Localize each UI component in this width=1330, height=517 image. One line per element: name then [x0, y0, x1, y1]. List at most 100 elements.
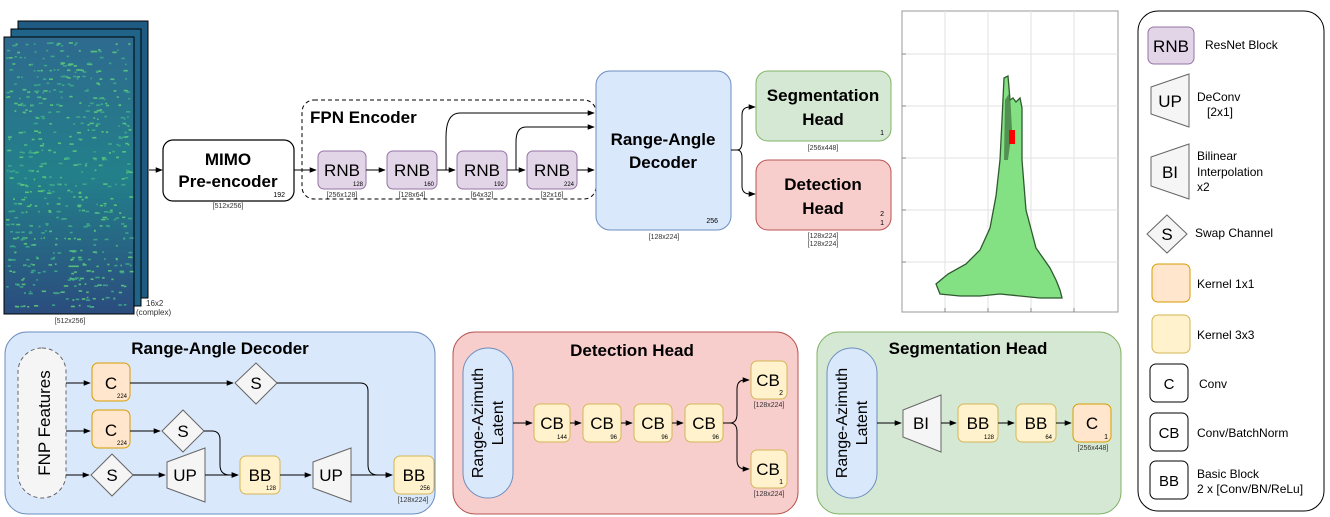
- legend-item-rnb: RNB ResNet Block: [1147, 26, 1279, 65]
- svg-text:BI: BI: [1162, 163, 1178, 182]
- svg-text:[128x224]: [128x224]: [649, 234, 680, 241]
- seg-conv-out: C 1 [256x448]: [1072, 403, 1112, 452]
- svg-text:[128x64]: [128x64]: [399, 192, 426, 199]
- svg-text:S: S: [1161, 225, 1172, 244]
- legend-item-bilinear: BI Bilinear Interpolation x2: [1150, 143, 1263, 200]
- svg-text:CB: CB: [641, 414, 665, 433]
- svg-text:UP: UP: [173, 466, 197, 485]
- ra-swap-3: [90, 453, 134, 497]
- svg-text:RNB: RNB: [324, 161, 360, 180]
- svg-text:1: 1: [880, 130, 884, 137]
- svg-text:64: 64: [1045, 435, 1052, 441]
- svg-text:BB: BB: [249, 466, 272, 485]
- svg-text:Conv/BatchNorm: Conv/BatchNorm: [1197, 426, 1288, 440]
- detail-detection-head: Detection Head Range-Azimuth Latent CB 1…: [452, 331, 799, 515]
- rnb-block-3: RNB 192 [64x32]: [456, 150, 508, 199]
- detail-segmentation-head: Segmentation Head Range-Azimuth Latent B…: [816, 331, 1122, 515]
- rnb-block-2: RNB 160 [128x64]: [386, 150, 438, 199]
- spectrogram-texture: [6, 42, 134, 308]
- svg-text:DeConv: DeConv: [1197, 90, 1240, 104]
- svg-text:FNP Features: FNP Features: [35, 370, 54, 476]
- svg-text:[64x32]: [64x32]: [471, 192, 494, 199]
- svg-text:Swap Channel: Swap Channel: [1195, 226, 1273, 240]
- svg-text:BB: BB: [403, 466, 426, 485]
- svg-text:Range-Azimuth: Range-Azimuth: [470, 368, 487, 478]
- svg-text:CB: CB: [540, 414, 564, 433]
- svg-text:S: S: [106, 466, 117, 485]
- svg-text:Interpolation: Interpolation: [1197, 165, 1263, 179]
- input-channels-label: 16x2: [146, 299, 164, 308]
- segmentation-head: Segmentation Head 1 [256x448]: [755, 70, 892, 152]
- det-cb-3: CB 96: [633, 403, 673, 443]
- detection-head: Detection Head 2 1 [128x224] [128x224]: [755, 159, 892, 248]
- legend-item-convbn: CB Conv/BatchNorm: [1149, 412, 1288, 452]
- svg-text:128: 128: [353, 182, 364, 188]
- seg-bilinear: [902, 394, 942, 453]
- svg-text:1: 1: [779, 479, 783, 486]
- det-cb-1: CB 144: [533, 403, 571, 443]
- svg-text:BB: BB: [967, 414, 990, 433]
- ra-upconv-1: [166, 447, 206, 503]
- svg-text:CB: CB: [590, 414, 614, 433]
- legend-item-kernel-1x1: Kernel 1x1: [1151, 263, 1255, 303]
- svg-text:96: 96: [610, 435, 617, 441]
- svg-text:224: 224: [117, 441, 128, 447]
- mimo-pre-encoder: MIMO Pre-encoder 192 [512x256]: [162, 139, 295, 210]
- svg-text:C: C: [1164, 376, 1175, 393]
- svg-text:C: C: [1086, 414, 1098, 433]
- fnp-features-node: [17, 347, 67, 499]
- legend-item-swap: S Swap Channel: [1146, 214, 1273, 254]
- svg-text:[256x448]: [256x448]: [1078, 445, 1109, 452]
- ra-swap-1: [234, 362, 278, 405]
- ra-swap-2: [161, 409, 205, 453]
- det-cb-4: CB 96: [684, 403, 724, 443]
- svg-text:Kernel 3x3: Kernel 3x3: [1197, 328, 1255, 342]
- svg-text:Basic Block: Basic Block: [1197, 467, 1260, 481]
- svg-text:Bilinear: Bilinear: [1197, 149, 1237, 163]
- svg-text:CB: CB: [756, 460, 780, 479]
- mimo-title-1: MIMO: [205, 150, 251, 169]
- svg-text:Detection Head: Detection Head: [570, 341, 694, 360]
- detection-marker: [1009, 130, 1015, 144]
- mimo-channels: 192: [273, 192, 285, 199]
- fpn-encoder: FPN Encoder RNB 128 [256x128] RNB 160 [1…: [301, 99, 597, 200]
- svg-text:Decoder: Decoder: [629, 153, 697, 172]
- svg-text:RNB: RNB: [534, 161, 570, 180]
- output-segmentation-image: [901, 10, 1119, 313]
- svg-text:Latent: Latent: [490, 400, 507, 445]
- svg-text:RNB: RNB: [464, 161, 500, 180]
- det-out-cb-2: CB 1 [128x224]: [750, 449, 788, 498]
- rnb-block-1: RNB 128 [256x128]: [317, 150, 367, 199]
- detail-range-angle-decoder: Range-Angle Decoder FNP Features C 224 S…: [4, 331, 436, 515]
- fpn-title: FPN Encoder: [310, 108, 417, 127]
- input-radar-stack: [512x256] 16x2 (complex): [3, 20, 171, 325]
- svg-text:192: 192: [494, 182, 505, 188]
- svg-text:BB: BB: [1159, 473, 1179, 490]
- svg-text:Head: Head: [802, 110, 844, 129]
- svg-text:ResNet Block: ResNet Block: [1205, 38, 1279, 52]
- svg-text:128: 128: [266, 486, 277, 492]
- svg-text:96: 96: [712, 435, 719, 441]
- legend-panel: RNB ResNet Block UP DeConv [2x1] BI Bili…: [1137, 10, 1325, 512]
- svg-text:Detection: Detection: [784, 175, 861, 194]
- svg-text:RNB: RNB: [394, 161, 430, 180]
- svg-text:256: 256: [706, 218, 718, 225]
- svg-text:[256x128]: [256x128]: [327, 192, 358, 199]
- svg-text:2 x [Conv/BN/ReLu]: 2 x [Conv/BN/ReLu]: [1197, 482, 1303, 496]
- svg-text:Segmentation: Segmentation: [767, 86, 879, 105]
- legend-item-upconv: UP DeConv [2x1]: [1150, 73, 1240, 128]
- svg-text:160: 160: [424, 182, 435, 188]
- rnb-block-4: RNB 224 [32x16]: [526, 150, 578, 199]
- svg-text:S: S: [250, 374, 261, 393]
- svg-text:[128x224]: [128x224]: [398, 497, 429, 504]
- svg-text:224: 224: [564, 182, 575, 188]
- svg-text:Range-Angle Decoder: Range-Angle Decoder: [131, 339, 309, 358]
- svg-text:RNB: RNB: [1153, 37, 1189, 56]
- ra-conv-1: [91, 362, 131, 402]
- svg-text:x2: x2: [1197, 180, 1210, 194]
- svg-text:Kernel 1x1: Kernel 1x1: [1197, 277, 1255, 291]
- svg-text:[128x224]: [128x224]: [754, 491, 785, 498]
- mimo-title-2: Pre-encoder: [178, 172, 278, 191]
- svg-text:Segmentation Head: Segmentation Head: [889, 339, 1048, 358]
